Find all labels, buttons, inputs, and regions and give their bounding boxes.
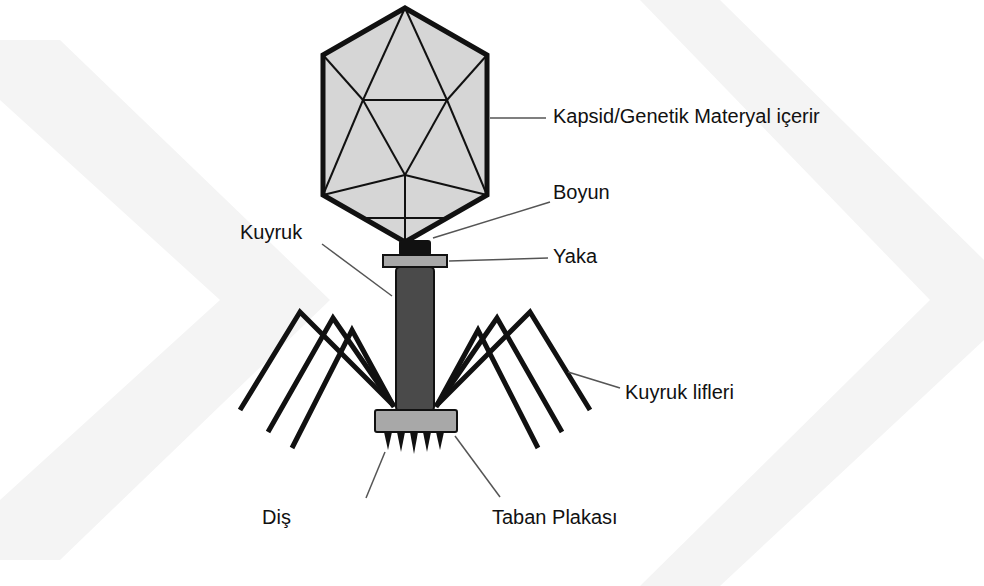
watermark-chevron: [0, 40, 330, 560]
neck-shape: [399, 240, 431, 256]
leader-line: [433, 202, 550, 238]
facet-line: [363, 100, 405, 175]
facet-line: [363, 8, 405, 100]
leader-lines: [322, 118, 620, 498]
leader-line: [449, 258, 548, 261]
part-label: Yaka: [553, 244, 597, 268]
part-label: Kuyruk: [240, 220, 302, 244]
capsid-shape: [323, 8, 487, 242]
facet-line: [405, 100, 447, 175]
facet-line: [405, 8, 447, 100]
part-label: Kapsid/Genetik Materyal içerir: [553, 104, 820, 128]
tooth: [384, 432, 392, 450]
part-label: Taban Plakası: [492, 505, 618, 529]
part-label: Kuyruk lifleri: [625, 380, 734, 404]
part-label: Boyun: [553, 180, 610, 204]
tail-shape: [396, 267, 434, 411]
leader-line: [322, 244, 392, 296]
facet-line: [323, 175, 405, 195]
facet-line: [404, 175, 406, 242]
leader-line: [568, 372, 620, 388]
capsid-facets: [323, 8, 487, 242]
facet-line: [447, 100, 487, 195]
teeth: [384, 432, 444, 454]
base-plate-shape: [375, 410, 457, 432]
facet-line: [405, 175, 487, 195]
part-label: Diş: [262, 505, 291, 529]
facet-line: [447, 55, 487, 100]
leader-line: [366, 452, 385, 498]
tooth: [423, 432, 431, 452]
watermark-chevron: [640, 0, 984, 586]
facet-line: [365, 217, 445, 219]
collar-shape: [383, 255, 447, 267]
facet-line: [363, 99, 447, 101]
tooth: [436, 432, 444, 450]
tooth: [397, 432, 405, 452]
facet-line: [323, 55, 363, 100]
facet-line: [323, 100, 363, 195]
leader-line: [490, 117, 546, 119]
tooth: [410, 432, 418, 454]
leader-line: [455, 436, 500, 497]
